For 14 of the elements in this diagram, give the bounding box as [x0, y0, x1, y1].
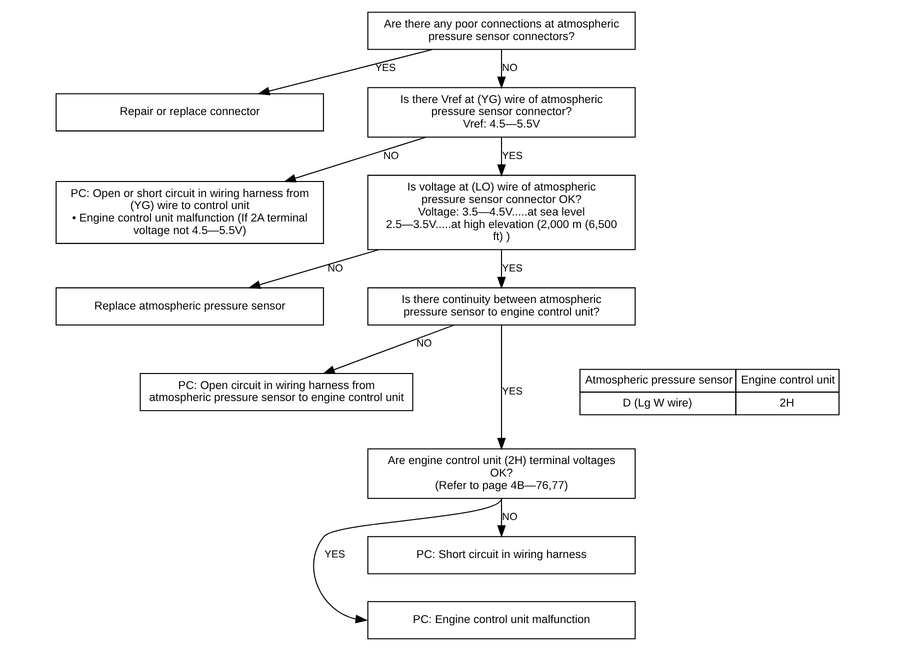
edge-label: YES — [324, 550, 346, 561]
edge-label: YES — [502, 263, 523, 274]
label: D (Lg W wire) — [622, 397, 692, 410]
edge-label: YES — [502, 386, 523, 398]
edge-label: YES — [502, 150, 523, 162]
edge-label: NO — [502, 512, 518, 524]
edge-label: NO — [383, 150, 399, 162]
label: Atmospheric pressure sensor — [585, 374, 733, 387]
edge-label: YES — [375, 63, 396, 74]
edge-label: NO — [502, 63, 518, 74]
label: 2H — [780, 397, 794, 410]
edge-label: NO — [416, 338, 432, 350]
edge-label: NO — [328, 263, 344, 274]
label: Engine control unit — [740, 374, 835, 387]
